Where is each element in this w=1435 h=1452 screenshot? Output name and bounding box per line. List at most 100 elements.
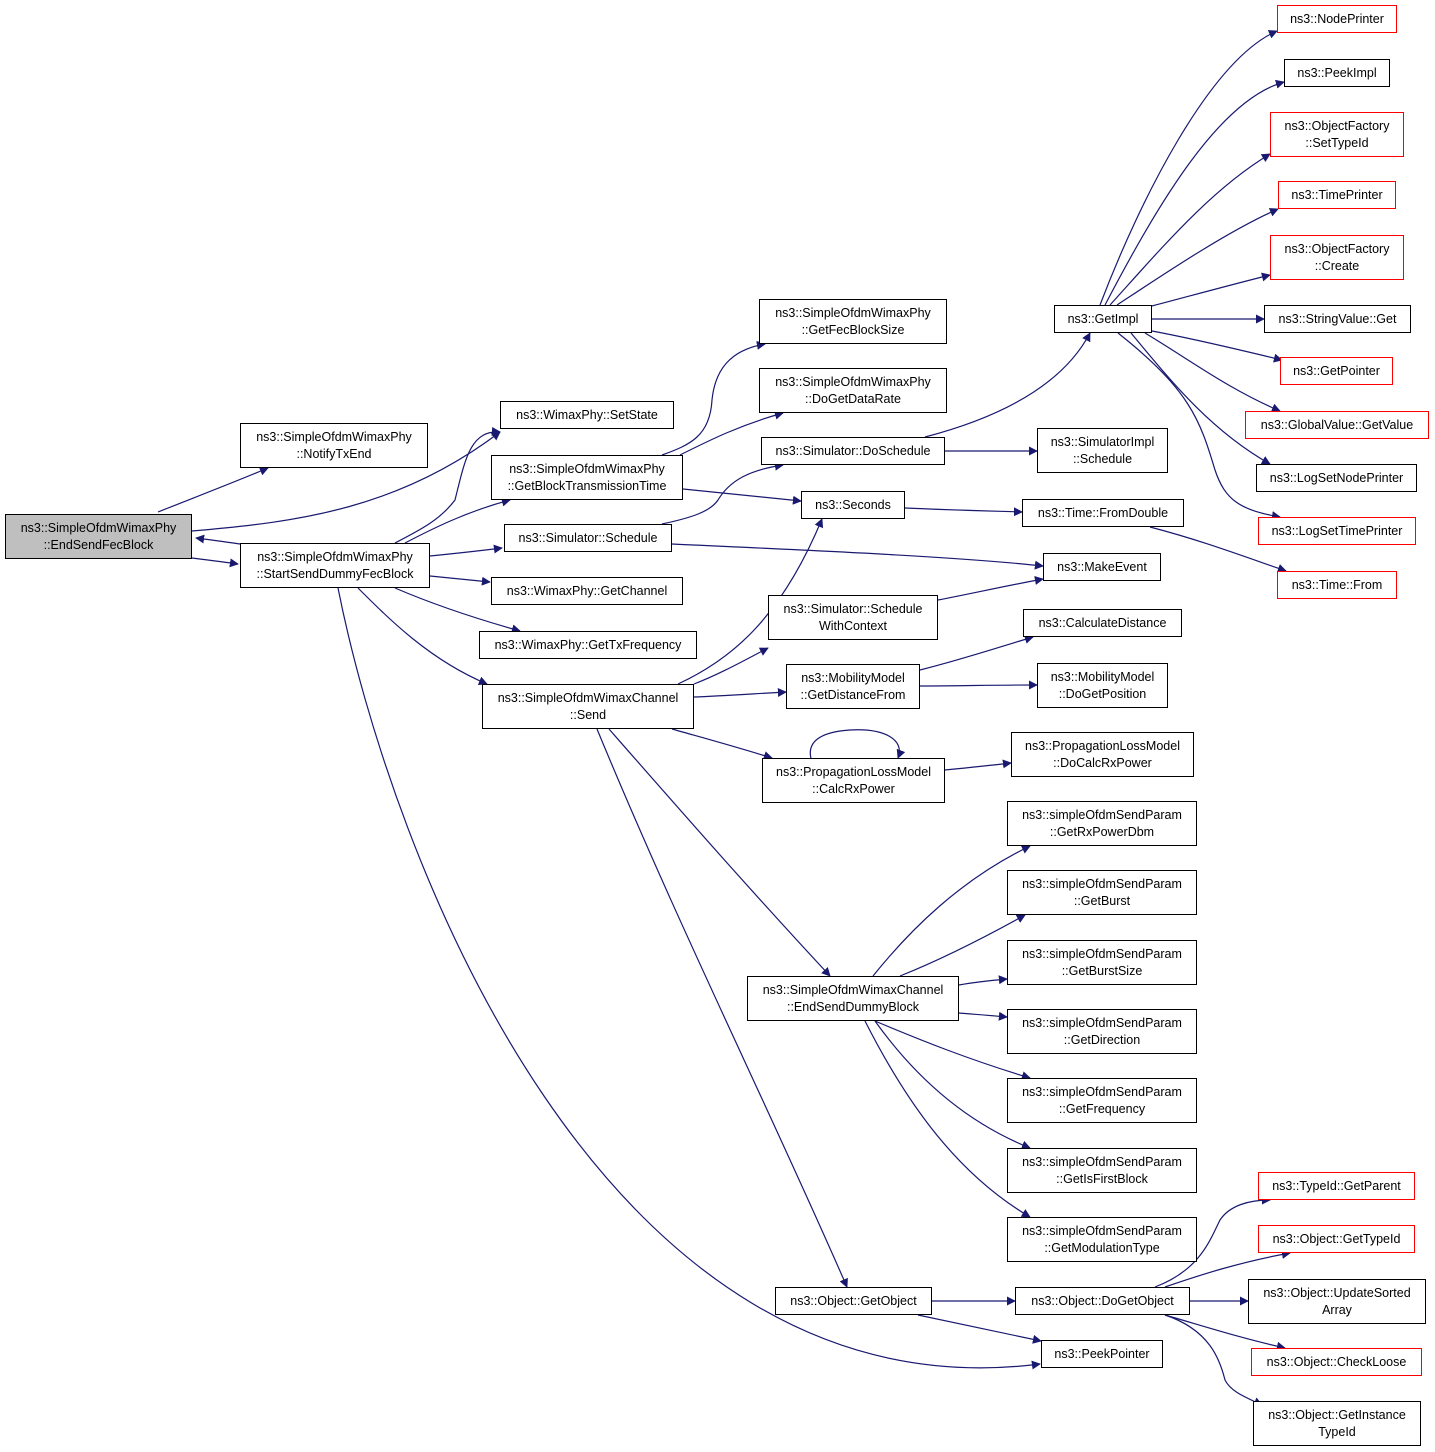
node-label: ns3::CalculateDistance	[1038, 615, 1167, 630]
node-getchannel[interactable]: ns3::WimaxPhy::GetChannel	[491, 577, 683, 605]
node-label: ::GetDirection	[1063, 1032, 1141, 1047]
node-label: ::Schedule	[1072, 451, 1133, 466]
node-timeprinter[interactable]: ns3::TimePrinter	[1278, 181, 1396, 209]
node-label: ns3::SimpleOfdmWimaxPhy	[256, 429, 412, 444]
node-label: ns3::MobilityModel	[1050, 669, 1155, 684]
call-edge	[809, 729, 906, 763]
node-label: ns3::GlobalValue::GetValue	[1260, 417, 1414, 432]
node-label: ns3::Seconds	[815, 497, 891, 512]
node-setstate[interactable]: ns3::WimaxPhy::SetState	[500, 401, 674, 429]
call-edge	[1117, 332, 1281, 521]
node-stringvalue-get[interactable]: ns3::StringValue::Get	[1264, 305, 1411, 333]
node-label: ns3::Object::GetTypeId	[1272, 1231, 1401, 1246]
call-edge	[679, 410, 784, 456]
node-nodeprinter[interactable]: ns3::NodePrinter	[1277, 5, 1397, 33]
node-factory-create[interactable]: ns3::ObjectFactory::Create	[1270, 235, 1404, 280]
node-globalvalue-getvalue[interactable]: ns3::GlobalValue::GetValue	[1245, 411, 1429, 439]
node-label: ::DoGetDataRate	[805, 391, 901, 406]
node-doschedule[interactable]: ns3::Simulator::DoSchedule	[761, 437, 945, 465]
node-label: ns3::MobilityModel	[801, 670, 905, 685]
node-getblocktransmissiontime[interactable]: ns3::SimpleOfdmWimaxPhy::GetBlockTransmi…	[491, 455, 683, 500]
call-edge	[958, 975, 1008, 986]
node-getburstsize[interactable]: ns3::simpleOfdmSendParam::GetBurstSize	[1007, 940, 1197, 985]
node-label: ns3::Simulator::Schedule	[518, 530, 658, 545]
node-getfecblocksize[interactable]: ns3::SimpleOfdmWimaxPhy::GetFecBlockSize	[759, 299, 947, 344]
node-endsenddummyblock[interactable]: ns3::SimpleOfdmWimaxChannel::EndSendDumm…	[747, 976, 959, 1021]
node-simulatorimpl-schedule[interactable]: ns3::SimulatorImpl::Schedule	[1037, 428, 1168, 473]
node-getmodulationtype[interactable]: ns3::simpleOfdmSendParam::GetModulationT…	[1007, 1217, 1197, 1262]
node-getfrequency[interactable]: ns3::simpleOfdmSendParam::GetFrequency	[1007, 1078, 1197, 1123]
call-edge	[195, 534, 241, 545]
node-gettypeid[interactable]: ns3::Object::GetTypeId	[1258, 1225, 1415, 1253]
node-label: ns3::simpleOfdmSendParam	[1022, 876, 1182, 891]
call-edge	[1151, 330, 1283, 363]
node-getparent[interactable]: ns3::TypeId::GetParent	[1258, 1172, 1415, 1200]
node-label: ns3::WimaxPhy::GetTxFrequency	[494, 637, 682, 652]
node-getisfirstblock[interactable]: ns3::simpleOfdmSendParam::GetIsFirstBloc…	[1007, 1148, 1197, 1193]
node-getdirection[interactable]: ns3::simpleOfdmSendParam::GetDirection	[1007, 1009, 1197, 1054]
call-edge	[429, 575, 491, 586]
node-label: WithContext	[818, 618, 888, 633]
call-edge	[1164, 1314, 1263, 1406]
node-label: ns3::Simulator::Schedule	[783, 601, 923, 616]
node-label: ns3::simpleOfdmSendParam	[1022, 1015, 1182, 1030]
node-getimpl[interactable]: ns3::GetImpl	[1054, 305, 1152, 333]
node-getrxpowerdbm[interactable]: ns3::simpleOfdmSendParam::GetRxPowerDbm	[1007, 801, 1197, 846]
node-label: ns3::TimePrinter	[1291, 187, 1383, 202]
node-startsenddummyfecblock[interactable]: ns3::SimpleOfdmWimaxPhy::StartSendDummyF…	[240, 543, 430, 588]
call-edge	[1164, 1250, 1291, 1288]
node-getburst[interactable]: ns3::simpleOfdmSendParam::GetBurst	[1007, 870, 1197, 915]
node-docalcrxpower[interactable]: ns3::PropagationLossModel::DoCalcRxPower	[1011, 732, 1194, 777]
node-dogetdatarate[interactable]: ns3::SimpleOfdmWimaxPhy::DoGetDataRate	[759, 368, 947, 413]
node-label: TypeId	[1318, 1424, 1356, 1439]
call-edge	[157, 466, 269, 513]
node-label: ns3::SimpleOfdmWimaxPhy	[257, 549, 413, 564]
call-edge	[864, 1020, 1031, 1218]
node-fromdouble[interactable]: ns3::Time::FromDouble	[1022, 499, 1184, 527]
call-edge	[919, 680, 1038, 690]
node-logsetnodeprinter[interactable]: ns3::LogSetNodePrinter	[1256, 464, 1417, 492]
node-gettxfrequency[interactable]: ns3::WimaxPhy::GetTxFrequency	[479, 631, 697, 659]
node-channel-send[interactable]: ns3::SimpleOfdmWimaxChannel::Send	[482, 684, 694, 729]
node-label: ns3::simpleOfdmSendParam	[1022, 1154, 1182, 1169]
node-label: ns3::LogSetTimePrinter	[1271, 523, 1403, 538]
node-label: ::DoCalcRxPower	[1053, 755, 1152, 770]
node-calcrxpower[interactable]: ns3::PropagationLossModel::CalcRxPower	[762, 758, 945, 803]
node-calculatedistance[interactable]: ns3::CalculateDistance	[1023, 609, 1182, 637]
node-label: ns3::SimpleOfdmWimaxChannel	[497, 690, 679, 705]
node-label: ns3::ObjectFactory	[1284, 241, 1390, 256]
call-edge	[661, 340, 766, 456]
node-label: ::CalcRxPower	[812, 781, 895, 796]
node-logsettimeprinter[interactable]: ns3::LogSetTimePrinter	[1258, 517, 1416, 545]
node-label: ns3::ObjectFactory	[1284, 118, 1390, 133]
node-getdistancefrom[interactable]: ns3::MobilityModel::GetDistanceFrom	[786, 664, 920, 709]
node-dogetposition[interactable]: ns3::MobilityModel::DoGetPosition	[1037, 663, 1168, 708]
node-getobject[interactable]: ns3::Object::GetObject	[775, 1287, 932, 1315]
node-label: ns3::Simulator::DoSchedule	[775, 443, 931, 458]
node-label: ns3::LogSetNodePrinter	[1269, 470, 1404, 485]
node-makeevent[interactable]: ns3::MakeEvent	[1043, 553, 1161, 581]
call-edge	[944, 759, 1012, 771]
node-label: ::GetBurstSize	[1061, 963, 1143, 978]
call-edge	[337, 587, 1041, 1370]
node-getpointer[interactable]: ns3::GetPointer	[1280, 357, 1393, 385]
node-seconds[interactable]: ns3::Seconds	[801, 491, 905, 519]
node-label: ns3::Object::GetInstance	[1268, 1407, 1406, 1422]
node-notifytxend[interactable]: ns3::SimpleOfdmWimaxPhy::NotifyTxEnd	[240, 423, 428, 468]
call-edge	[958, 1011, 1008, 1021]
node-label: ns3::SimulatorImpl	[1050, 434, 1155, 449]
node-dogetobject[interactable]: ns3::Object::DoGetObject	[1015, 1287, 1190, 1315]
node-settypeid[interactable]: ns3::ObjectFactory::SetTypeId	[1270, 112, 1404, 157]
node-peekpointer[interactable]: ns3::PeekPointer	[1041, 1340, 1163, 1368]
node-checkloose[interactable]: ns3::Object::CheckLoose	[1251, 1348, 1422, 1376]
node-peekimpl[interactable]: ns3::PeekImpl	[1284, 59, 1390, 87]
node-label: ns3::SimpleOfdmWimaxPhy	[509, 461, 665, 476]
call-edge	[357, 587, 488, 686]
node-time-from[interactable]: ns3::Time::From	[1277, 571, 1397, 599]
node-label: ns3::WimaxPhy::GetChannel	[506, 583, 668, 598]
node-simulator-schedule[interactable]: ns3::Simulator::Schedule	[504, 524, 672, 552]
node-label: ::Create	[1314, 258, 1360, 273]
